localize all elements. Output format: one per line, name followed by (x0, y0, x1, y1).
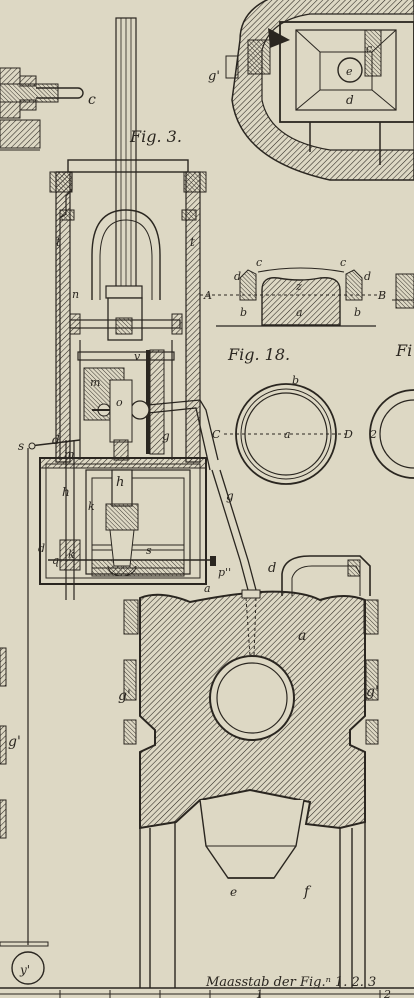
label-q: q (52, 554, 59, 567)
label-g-prime-right: g' (366, 684, 379, 700)
label-2-ring: 2 (369, 428, 377, 441)
label-g-prime-left: g' (118, 688, 131, 704)
label-g-mid: g (162, 429, 170, 443)
label-c-nozzle: c (88, 92, 96, 108)
top-right-frame-figure (225, 0, 414, 181)
fig18-caption: Fig. 18. (227, 345, 290, 364)
label-c-fig18-left: c (256, 256, 262, 269)
label-a-base: a (298, 628, 306, 644)
label-a-fig18: a (296, 306, 303, 319)
scale-caption: Maasstab der Fig.ⁿ 1. 2. 3 (205, 975, 376, 990)
scale-number-1: 1 (256, 988, 263, 998)
label-o: o (116, 396, 123, 409)
label-a-small: a (204, 582, 211, 595)
base-block (0, 555, 414, 989)
label-g-prime-top: g' (208, 69, 220, 84)
label-e-hopper: e (230, 885, 237, 899)
scale-number-2: 2 (383, 988, 391, 998)
label-d-lever: d (52, 433, 60, 447)
label-v: v (134, 350, 141, 363)
label-d-spout: d (268, 561, 276, 576)
label-s: s (18, 439, 24, 453)
label-a-ring: a (284, 428, 291, 441)
label-g-pipe: g (226, 489, 234, 503)
label-k-inner: k (88, 500, 95, 513)
label-b-right: b (354, 306, 361, 319)
label-k-lower: k (68, 548, 75, 561)
label-c-fig18-right: c (340, 256, 346, 269)
label-d-fig18-right: d (364, 270, 371, 283)
label-A: A (203, 289, 212, 302)
label-n: n (72, 288, 79, 301)
fig-partial-caption: Fi (395, 341, 412, 360)
label-t-right: t (190, 235, 195, 249)
label-d-fig18-left: d (234, 270, 241, 283)
label-d-lower: d (38, 542, 45, 555)
scale-bar (0, 990, 414, 998)
label-f: f (303, 884, 312, 900)
fig3-machine (0, 17, 257, 985)
label-g-prime-edge: g' (8, 734, 21, 750)
label-D: D (343, 428, 353, 441)
label-e-top: e (346, 65, 353, 78)
label-d-top: d (346, 93, 354, 107)
label-h-left: h (62, 485, 70, 499)
label-y-prime: y' (19, 963, 30, 977)
label-s-inner: s (146, 544, 152, 557)
fig3-caption: Fig. 3. (129, 127, 182, 146)
label-m-2: m (64, 448, 74, 461)
label-m-1: m (90, 376, 100, 389)
label-h-upper: h (116, 475, 124, 490)
ring-figure (224, 383, 414, 485)
label-b-ring: b (292, 374, 299, 387)
label-p2: p'' (218, 566, 231, 579)
label-c-top: c (366, 42, 372, 55)
label-b-left: b (240, 306, 247, 319)
label-B: B (377, 289, 386, 302)
label-z: z (295, 280, 302, 293)
top-left-nozzle-figure (0, 67, 84, 151)
fig18-section (200, 267, 414, 327)
label-C: C (212, 428, 221, 441)
label-t-left: t (56, 235, 61, 249)
left-edge-fragments (0, 647, 7, 839)
